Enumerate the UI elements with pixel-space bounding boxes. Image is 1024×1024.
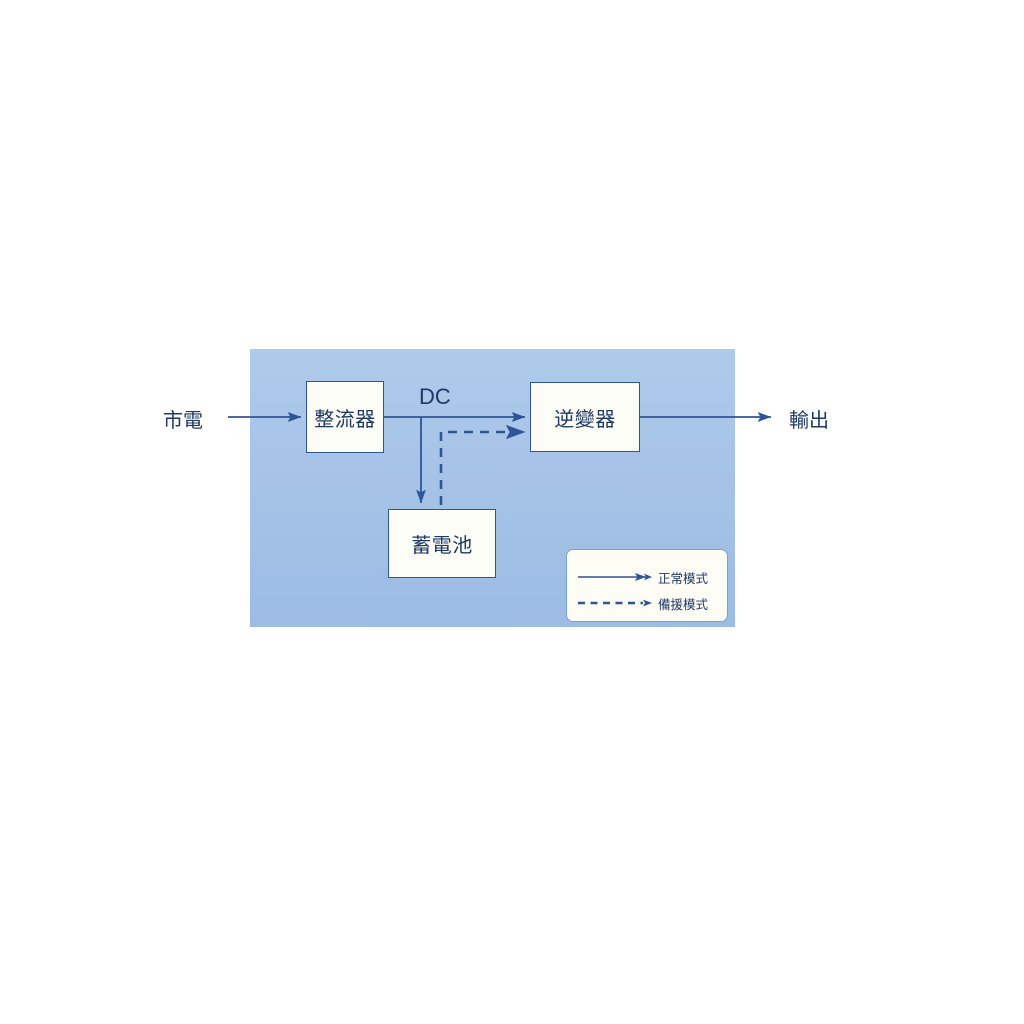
legend-box: 正常模式 備援模式 xyxy=(566,549,728,622)
node-rectifier[interactable]: 整流器 xyxy=(306,381,384,453)
node-battery-label: 蓄電池 xyxy=(411,535,473,557)
node-rectifier-label: 整流器 xyxy=(314,408,376,431)
output-label: 輸出 xyxy=(789,410,829,432)
legend-label-backup: 備援模式 xyxy=(658,597,709,612)
dc-bus-label: DC xyxy=(419,384,451,409)
legend-sample-dashed xyxy=(576,596,654,610)
legend-label-normal: 正常模式 xyxy=(658,571,709,586)
legend-sample-solid xyxy=(576,570,654,584)
node-battery[interactable]: 蓄電池 xyxy=(388,509,496,578)
legend-item-normal: 正常模式 xyxy=(567,566,727,588)
node-inverter[interactable]: 逆變器 xyxy=(530,382,640,452)
legend-item-backup: 備援模式 xyxy=(567,592,727,614)
input-label-mains: 市電 xyxy=(163,410,203,432)
node-inverter-label: 逆變器 xyxy=(554,408,616,431)
